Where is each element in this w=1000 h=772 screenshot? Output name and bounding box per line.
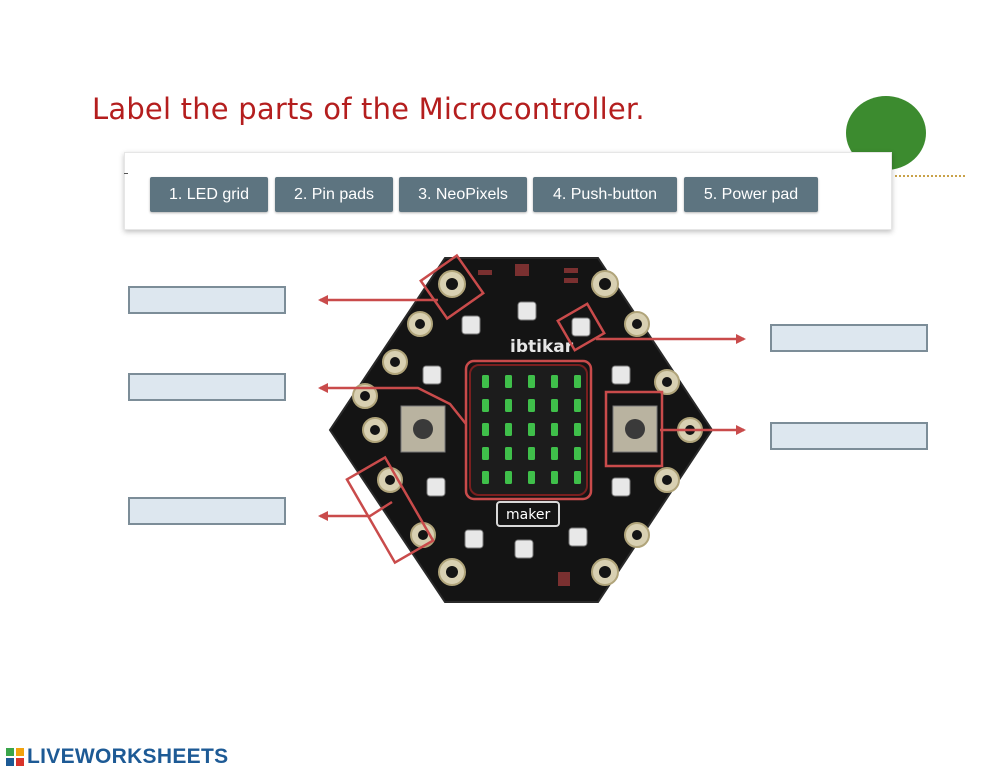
liveworksheets-brand[interactable]: LIVEWORKSHEETS bbox=[6, 745, 228, 769]
led bbox=[551, 447, 558, 460]
chip-pin-pads[interactable]: 2. Pin pads bbox=[275, 177, 393, 212]
led bbox=[505, 399, 512, 412]
dotted-divider bbox=[890, 175, 965, 177]
neopixels bbox=[422, 301, 631, 559]
highlight-neopixel bbox=[556, 302, 606, 352]
led bbox=[528, 375, 535, 388]
highlight-pin-pads bbox=[345, 455, 435, 565]
led bbox=[482, 423, 489, 436]
led bbox=[505, 447, 512, 460]
arrow-led-grid bbox=[318, 383, 467, 425]
led-grid bbox=[482, 375, 581, 484]
led bbox=[505, 375, 512, 388]
left-push-button bbox=[400, 405, 446, 453]
led bbox=[551, 423, 558, 436]
maker-badge: maker bbox=[506, 507, 550, 523]
answer-box-bottom-left[interactable] bbox=[128, 497, 286, 525]
word-bank: 1. LED grid 2. Pin pads 3. NeoPixels 4. … bbox=[124, 152, 892, 230]
led bbox=[574, 399, 581, 412]
led bbox=[574, 423, 581, 436]
right-push-button bbox=[612, 405, 658, 453]
pin-pads bbox=[352, 270, 703, 586]
led bbox=[528, 471, 535, 484]
chip-push-button[interactable]: 4. Push-button bbox=[533, 177, 677, 212]
chip-power-pad[interactable]: 5. Power pad bbox=[684, 177, 818, 212]
led bbox=[574, 471, 581, 484]
led bbox=[482, 471, 489, 484]
led bbox=[551, 375, 558, 388]
led bbox=[551, 399, 558, 412]
led bbox=[482, 447, 489, 460]
led bbox=[482, 375, 489, 388]
page-title: Label the parts of the Microcontroller. bbox=[92, 92, 645, 126]
chip-neopixels[interactable]: 3. NeoPixels bbox=[399, 177, 527, 212]
led bbox=[528, 447, 535, 460]
led bbox=[551, 471, 558, 484]
led bbox=[574, 447, 581, 460]
board-brand-text: ibtikar bbox=[510, 337, 574, 357]
tick-mark bbox=[124, 173, 128, 174]
led bbox=[482, 399, 489, 412]
highlight-led-grid bbox=[464, 359, 593, 501]
led bbox=[505, 423, 512, 436]
brand-text: LIVEWORKSHEETS bbox=[27, 745, 229, 768]
led bbox=[528, 399, 535, 412]
answer-box-middle-left[interactable] bbox=[128, 373, 286, 401]
led bbox=[528, 423, 535, 436]
led bbox=[574, 375, 581, 388]
answer-box-top-right[interactable] bbox=[770, 324, 928, 352]
liveworksheets-logo-icon bbox=[6, 748, 24, 766]
led bbox=[505, 471, 512, 484]
chip-led-grid[interactable]: 1. LED grid bbox=[150, 177, 268, 212]
arrow-pin-pads bbox=[318, 500, 393, 521]
answer-box-middle-right[interactable] bbox=[770, 422, 928, 450]
answer-box-top-left[interactable] bbox=[128, 286, 286, 314]
